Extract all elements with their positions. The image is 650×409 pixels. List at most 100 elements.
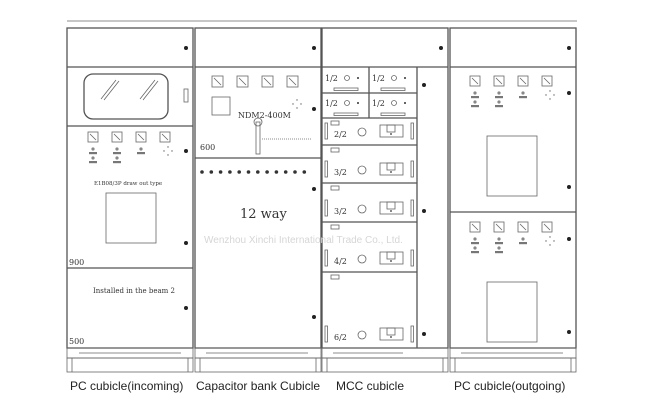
meter-icon xyxy=(541,221,553,233)
step-indicator-dot xyxy=(265,170,269,174)
meter-icon xyxy=(159,131,171,143)
glass-reflection xyxy=(100,79,159,101)
control-point-dot xyxy=(163,150,165,152)
indicator-lamp-icon xyxy=(473,246,477,250)
meter-icon xyxy=(493,221,505,233)
meter-icon xyxy=(87,131,99,143)
indicator-bar xyxy=(519,96,527,99)
control-point-dot xyxy=(300,103,302,105)
drawer-meter-window xyxy=(379,201,404,215)
drawer-handle xyxy=(333,112,359,116)
meter-needle xyxy=(288,77,297,86)
indicator-bar xyxy=(495,105,503,108)
meter-needle xyxy=(471,223,479,231)
breaker-label: E1B08/3P draw out type xyxy=(94,181,162,187)
drawer-tag xyxy=(330,224,340,230)
drawer-tag xyxy=(330,185,340,191)
control-point-dot xyxy=(167,146,169,148)
control-point-dot xyxy=(296,99,298,101)
incoming-cubicle-frame xyxy=(66,27,194,373)
meter-needle xyxy=(519,77,527,85)
caption-mcc: MCC cubicle xyxy=(336,379,405,393)
section-height-label: 500 xyxy=(69,337,84,346)
control-point-dot xyxy=(553,94,555,96)
drawer-tag xyxy=(330,120,340,126)
beam-note: Installed in the beam 2 xyxy=(93,287,175,295)
meter-icon xyxy=(469,221,481,233)
meter-icon xyxy=(111,131,123,143)
mcc-cubicle-frame xyxy=(321,27,449,373)
section-height-label: 900 xyxy=(69,258,84,267)
drawer-handle xyxy=(333,87,359,91)
indicator-bar xyxy=(495,96,503,99)
indicator-lamp-icon xyxy=(473,91,477,95)
step-indicator-dot xyxy=(200,170,204,174)
drawer-dot xyxy=(390,133,392,135)
step-indicator-dot xyxy=(237,170,241,174)
meter-needle xyxy=(238,77,247,86)
drawer-label: 4/2 xyxy=(334,257,347,266)
selector-knob-icon xyxy=(344,75,350,81)
drawer-dot xyxy=(357,77,359,79)
step-indicator-dot xyxy=(283,170,288,174)
drawer-label: 2/2 xyxy=(334,130,347,139)
control-point-dot xyxy=(167,154,169,156)
switch-handle-icon xyxy=(255,121,261,155)
viewing-window xyxy=(83,73,169,120)
selector-knob-icon xyxy=(357,330,367,340)
indicator-bar xyxy=(113,161,121,164)
indicator-lamp-icon xyxy=(91,147,95,151)
watermark: Wenzhou Xinchi International Trade Co., … xyxy=(204,235,403,246)
drawer-meter-window xyxy=(379,251,404,265)
control-point-dot xyxy=(549,90,551,92)
step-indicator-dot xyxy=(228,170,232,174)
outgoing-cubicle-frame xyxy=(449,27,577,373)
drawer-label: 3/2 xyxy=(334,207,347,216)
control-point-dot xyxy=(171,150,173,152)
indicator-lamp-icon xyxy=(521,91,525,95)
capacitor-step-indicators xyxy=(200,170,307,174)
indicator-bar xyxy=(89,152,97,155)
control-point-dot xyxy=(549,244,551,246)
step-indicator-dot xyxy=(209,170,214,174)
display-panel xyxy=(211,96,231,116)
drawer-meter-window xyxy=(379,327,404,341)
breaker-panel xyxy=(105,192,157,244)
drawer-rail xyxy=(410,325,414,343)
control-point-dot xyxy=(545,94,547,96)
meter-needle xyxy=(213,77,222,86)
drawer-rail xyxy=(324,249,328,267)
switch-model-label: NDM2-400M xyxy=(238,111,291,120)
meter-icon xyxy=(517,75,529,87)
control-point-dot xyxy=(296,107,298,109)
drawer-label: 3/2 xyxy=(334,168,347,177)
drawer-label: 1/2 xyxy=(325,99,338,108)
drawer-label: 6/2 xyxy=(334,333,347,342)
steps-label: 12 way xyxy=(240,207,288,222)
meter-icon xyxy=(541,75,553,87)
meter-icon xyxy=(386,251,396,260)
drawer-rail xyxy=(324,160,328,178)
drawer-dot xyxy=(390,210,392,212)
indicator-bar xyxy=(137,152,145,155)
section-height-label: 600 xyxy=(200,143,215,152)
drawer-label: 1/2 xyxy=(325,74,338,83)
drawer-rail xyxy=(324,199,328,217)
selector-knob-icon xyxy=(357,127,367,137)
indicator-lamp-icon xyxy=(497,100,501,104)
step-indicator-dot xyxy=(302,170,307,174)
meter-needle xyxy=(543,223,551,231)
indicator-lamp-icon xyxy=(91,156,95,160)
meter-icon xyxy=(517,221,529,233)
step-indicator-dot xyxy=(218,170,223,174)
meter-icon xyxy=(236,75,249,88)
capacitor-cubicle-frame xyxy=(194,27,322,373)
control-point-dot xyxy=(549,236,551,238)
meter-needle xyxy=(543,77,551,85)
indicator-bar xyxy=(471,242,479,245)
indicator-bar xyxy=(495,251,503,254)
caption-capacitor-bank: Capacitor bank Cubicle xyxy=(196,379,321,393)
